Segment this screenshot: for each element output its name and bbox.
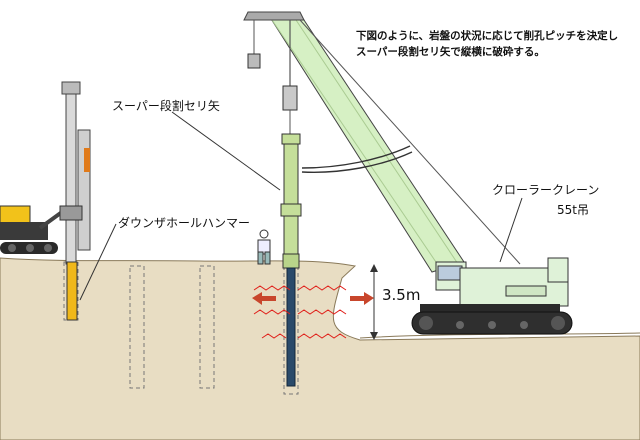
force-arrow-right (350, 292, 374, 305)
note-line-1: 下図のように、岩盤の状況に応じて削孔ピッチを決定し (356, 30, 619, 42)
label-depth: 3.5m (382, 286, 421, 304)
label-down-the-hole-hammer: ダウンザホールハンマー (118, 216, 251, 230)
hook-block (282, 85, 298, 111)
splitter-rod (286, 267, 296, 387)
crawler-crane-body (411, 257, 573, 335)
depth-arrowhead-bottom (370, 332, 378, 340)
worker-figure (257, 229, 271, 265)
label-crawler-crane: クローラークレーン (492, 183, 600, 197)
description-note: 下図のように、岩盤の状況に応じて削孔ピッチを決定し スーパー段割セリ矢で縦横に破… (356, 28, 618, 60)
hammer-pointer-line (79, 223, 117, 301)
crack-wave-1 (253, 285, 347, 291)
seriya-pointer-line (171, 111, 281, 191)
super-seriya-tool (280, 133, 302, 269)
hydraulic-hose-1 (301, 145, 411, 169)
depth-arrowhead-top (370, 264, 378, 272)
crack-wave-3 (261, 333, 347, 339)
crane-boom (243, 11, 521, 273)
jib-hook-block (247, 53, 261, 69)
note-line-2: スーパー段割セリ矢で縦横に破砕する。 (356, 46, 545, 58)
crack-wave-2 (253, 309, 347, 315)
drill-rig (0, 81, 91, 265)
crane-pointer-line (499, 197, 523, 263)
drill-hole-2 (199, 265, 215, 389)
drill-hole-1 (129, 265, 145, 389)
hydraulic-hose-2 (301, 151, 413, 174)
label-super-seriya: スーパー段割セリ矢 (112, 99, 220, 113)
label-crane-capacity: 55t吊 (557, 203, 589, 217)
down-the-hole-hammer (66, 261, 78, 321)
force-arrow-left (252, 292, 276, 305)
